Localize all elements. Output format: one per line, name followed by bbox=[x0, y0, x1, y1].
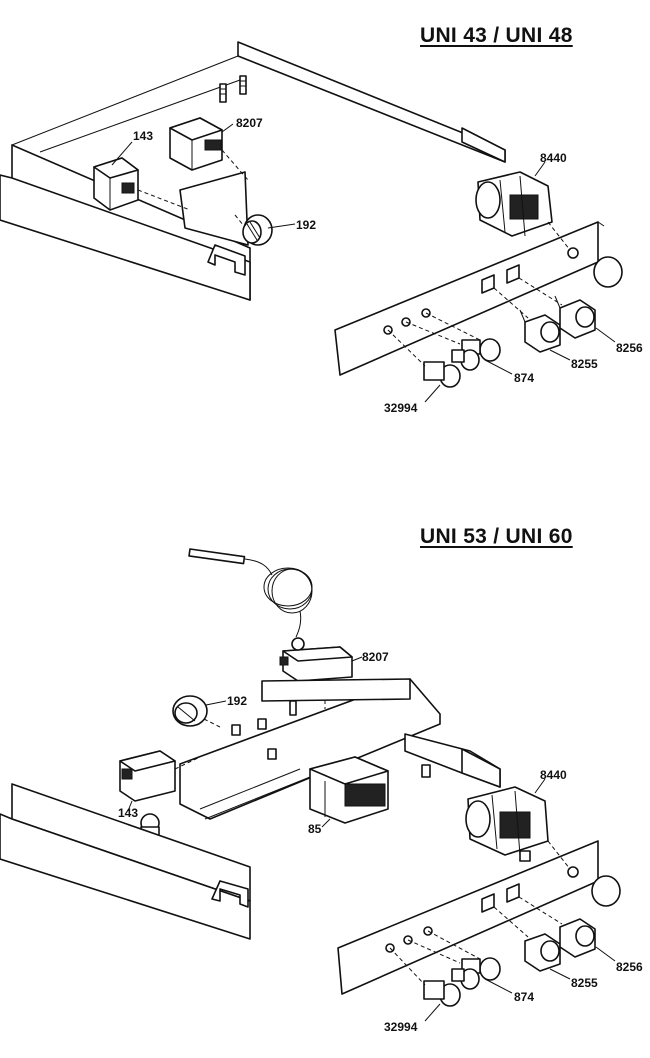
cabinet-body bbox=[0, 174, 251, 301]
part-label-32994: 32994 bbox=[384, 1020, 418, 1034]
model-title: UNI 53 / UNI 60 bbox=[420, 525, 573, 548]
part-label-143: 143 bbox=[118, 806, 139, 820]
switch-8255 bbox=[519, 309, 561, 353]
part-label-32994: 32994 bbox=[384, 401, 418, 415]
diagram-uni-43-48: UNI 43 / UNI 48 143 8207 192 8440 874 82… bbox=[0, 24, 643, 415]
part-label-143: 143 bbox=[133, 129, 154, 143]
timer-knob bbox=[591, 875, 621, 907]
screw-top-left bbox=[219, 83, 227, 103]
part-label-8256: 8256 bbox=[616, 341, 643, 355]
part-label-874: 874 bbox=[514, 990, 535, 1004]
part-label-8255: 8255 bbox=[571, 976, 598, 990]
diagram-uni-53-60: UNI 53 / UNI 60 8207 192 143 85 8440 874… bbox=[0, 525, 650, 1058]
switch-8255 bbox=[524, 933, 561, 972]
part-label-192: 192 bbox=[227, 694, 248, 708]
rear-rail-end bbox=[461, 127, 506, 163]
part-label-874: 874 bbox=[514, 371, 535, 385]
indicator-lamp-874 bbox=[451, 957, 501, 990]
indicator-holes bbox=[385, 866, 579, 953]
timer-knob bbox=[593, 256, 623, 288]
switch-8256 bbox=[559, 918, 596, 958]
part-label-8440: 8440 bbox=[540, 768, 567, 782]
part-label-8207: 8207 bbox=[236, 116, 263, 130]
cabinet-body bbox=[0, 813, 251, 940]
part-label-8440: 8440 bbox=[540, 151, 567, 165]
part-label-8256: 8256 bbox=[616, 960, 643, 974]
switch-143 bbox=[119, 750, 176, 802]
part-label-85: 85 bbox=[308, 822, 322, 836]
thermostat-8207 bbox=[279, 637, 353, 682]
contactor-85 bbox=[309, 756, 389, 824]
indicator-lamp-32994 bbox=[423, 980, 461, 1007]
chassis-rear-wall bbox=[261, 678, 411, 702]
indicator-lamp-32994 bbox=[423, 361, 461, 388]
mounting-bracket bbox=[179, 171, 249, 246]
part-label-8255: 8255 bbox=[571, 357, 598, 371]
screw-top-right bbox=[239, 75, 247, 95]
thermostat-8207 bbox=[169, 117, 223, 171]
model-title: UNI 43 / UNI 48 bbox=[420, 24, 573, 47]
timer-8440 bbox=[475, 171, 553, 237]
part-label-192: 192 bbox=[296, 218, 317, 232]
switch-143 bbox=[93, 157, 139, 211]
indicator-lamp-874 bbox=[451, 338, 501, 371]
thermostat-capillary bbox=[188, 548, 313, 638]
knob-192 bbox=[172, 695, 208, 727]
knob-192 bbox=[242, 214, 273, 246]
exploded-view-drawing-top bbox=[0, 41, 623, 403]
switch-8256 bbox=[554, 295, 596, 339]
timer-8440 bbox=[465, 786, 549, 862]
exploded-view-drawing-bottom bbox=[0, 548, 621, 1022]
part-label-8207: 8207 bbox=[362, 650, 389, 664]
